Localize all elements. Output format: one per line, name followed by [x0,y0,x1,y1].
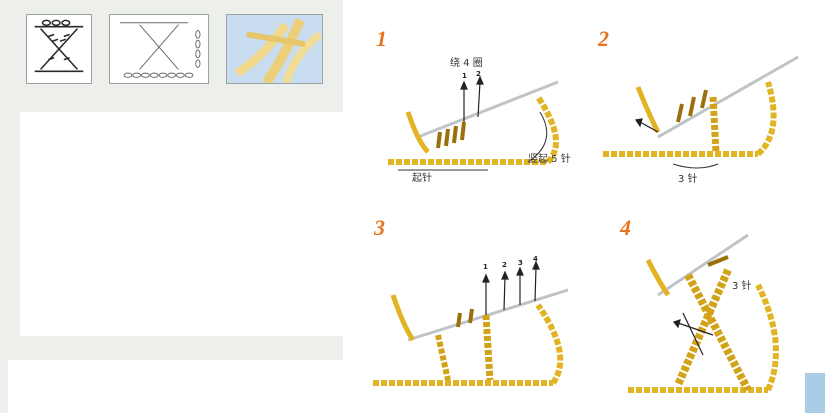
step-4-count-label: 3 针 [732,277,752,292]
step-2-count-label: 3 针 [678,170,698,185]
step-1-arrow-2-label: 2 [476,70,481,78]
step-3-arrow-3-label: 3 [518,259,523,267]
crochet-photo-sample-thumbnail [226,14,323,84]
crochet-symbol-chain-icon [110,15,208,83]
step-2: 2 3 针 [598,22,818,192]
step-4-illustration [598,215,808,405]
step-3-arrow-2-label: 2 [502,261,507,269]
step-3-arrow-4-label: 4 [533,255,538,263]
left-panel [0,0,343,413]
step-1-arrow-1-label: 1 [462,72,467,80]
step-1-illustration [368,22,593,192]
step-1-start-label: 起针 [412,169,432,184]
step-3-arrow-1-label: 1 [483,263,488,271]
step-3-illustration [368,215,593,405]
step-1-turn-label: 竖起 5 针 [528,150,571,165]
step-2-number: 2 [598,26,609,52]
step-1: 1 绕 4 圈 1 2 竖起 5 针 起针 [368,22,593,192]
blank-area [20,112,344,336]
blue-corner [805,373,825,413]
step-1-wrap-label: 绕 4 圈 [450,54,483,69]
blank-area-bottom [8,360,343,413]
crochet-symbol-cross-thumbnail [26,14,92,84]
step-2-illustration [598,22,818,192]
step-3: 3 1 2 3 4 [368,215,593,405]
instruction-diagram: 1 绕 4 圈 1 2 竖起 5 针 起针 [358,0,825,413]
step-1-number: 1 [376,26,387,52]
crochet-symbol-cross-icon [27,15,91,83]
crochet-symbol-cross-chain-thumbnail [109,14,209,84]
step-3-number: 3 [374,215,385,241]
step-4: 4 3 针 [598,215,808,405]
yarn-photo-icon [227,15,322,83]
step-4-number: 4 [620,215,631,241]
